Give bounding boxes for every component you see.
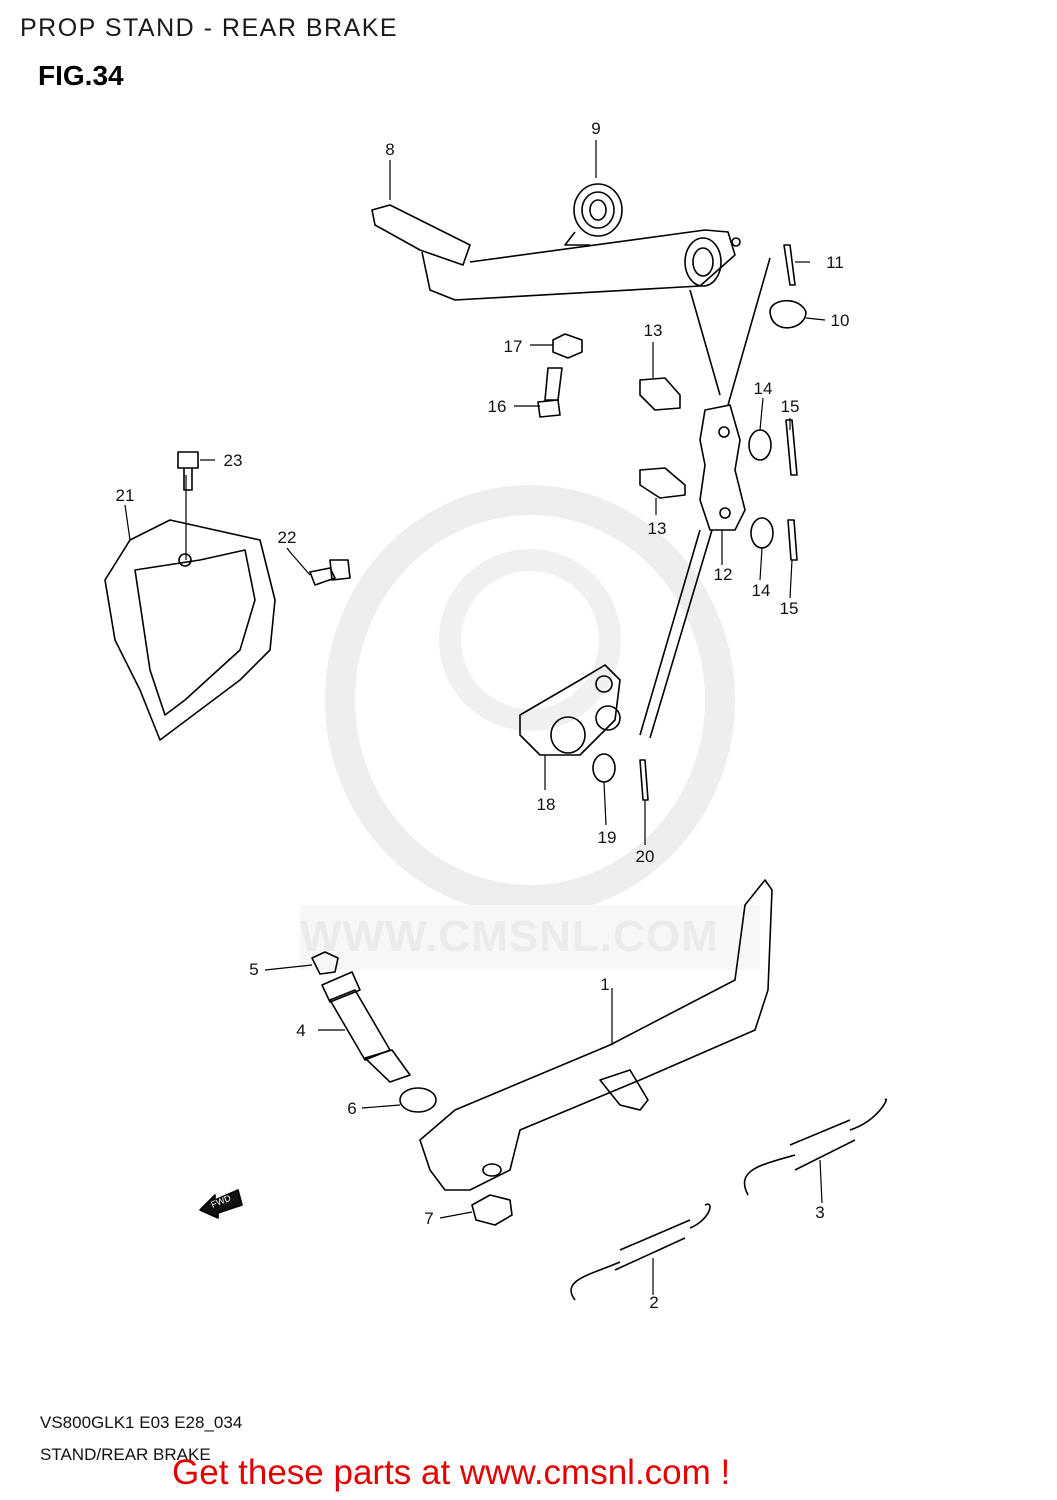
- callout-3: 3: [815, 1203, 824, 1222]
- return-spring-part-9: [564, 183, 623, 246]
- nut-part-17: [552, 333, 583, 359]
- fwd-arrow-icon: [199, 1189, 243, 1219]
- bolt-part-22: [309, 559, 351, 586]
- callout-14-top: 14: [754, 379, 773, 398]
- callout-2: 2: [649, 1293, 658, 1312]
- callout-18: 18: [537, 795, 556, 814]
- bolt-part-16: [537, 367, 563, 418]
- callout-16: 16: [488, 397, 507, 416]
- brake-rod: [639, 529, 713, 739]
- diagram-caption: STAND/REAR BRAKE: [40, 1445, 211, 1464]
- pivot-bolt-part-4: [321, 971, 411, 1083]
- diagram-code: VS800GLK1 E03 E28_034: [40, 1413, 243, 1432]
- callout-22: 22: [278, 528, 297, 547]
- callout-13-top: 13: [644, 321, 663, 340]
- callout-9: 9: [591, 119, 600, 138]
- washer-part-6: [399, 1087, 437, 1113]
- cotter-pin-part-15-a: [785, 419, 798, 476]
- callout-5: 5: [249, 960, 258, 979]
- prop-stand-part-1: [419, 879, 773, 1191]
- callout-11: 11: [826, 253, 844, 272]
- washer-part-14-b: [750, 517, 774, 549]
- callout-13-bottom: 13: [648, 519, 667, 538]
- callout-1: 1: [600, 975, 609, 994]
- callout-8: 8: [385, 140, 394, 159]
- callout-21: 21: [116, 486, 135, 505]
- callout-20: 20: [636, 847, 655, 866]
- callout-19: 19: [598, 828, 617, 847]
- bolt-part-23: [177, 451, 199, 491]
- callout-15-top: 15: [781, 397, 800, 416]
- nut-part-5: [311, 951, 339, 975]
- cover-part-21: [104, 519, 276, 741]
- page-title: PROP STAND - REAR BRAKE: [20, 14, 399, 42]
- callout-10: 10: [831, 311, 850, 330]
- brake-pedal-part-8: [371, 204, 741, 301]
- callout-12: 12: [714, 565, 733, 584]
- callout-4: 4: [296, 1021, 305, 1040]
- lever-part-18: [519, 664, 621, 756]
- callout-17: 17: [504, 337, 523, 356]
- figure-label: FIG.34: [38, 60, 124, 91]
- watermark-url: WWW.CMSNL.COM: [300, 912, 719, 961]
- cap-part-10: [769, 299, 807, 329]
- callout-6: 6: [347, 1099, 356, 1118]
- callout-7: 7: [424, 1209, 433, 1228]
- cotter-pin-part-15-b: [787, 519, 798, 561]
- callout-14-bottom: 14: [752, 581, 771, 600]
- washer-part-14-a: [748, 429, 772, 461]
- cta-link[interactable]: Get these parts at www.cmsnl.com !: [172, 1453, 731, 1492]
- spring-part-2: [570, 1203, 711, 1301]
- callout-23: 23: [224, 451, 243, 470]
- cotter-pin-part-11: [783, 244, 796, 286]
- nut-part-7: [471, 1194, 513, 1226]
- pin-part-13-a: [639, 377, 681, 411]
- linkage-part-12: [699, 404, 746, 531]
- cotter-pin-part-20: [639, 759, 649, 801]
- pin-part-13-b: [639, 467, 686, 499]
- callout-15-bottom: 15: [780, 599, 799, 618]
- washer-part-19: [592, 753, 616, 783]
- spring-part-3: [743, 1098, 887, 1196]
